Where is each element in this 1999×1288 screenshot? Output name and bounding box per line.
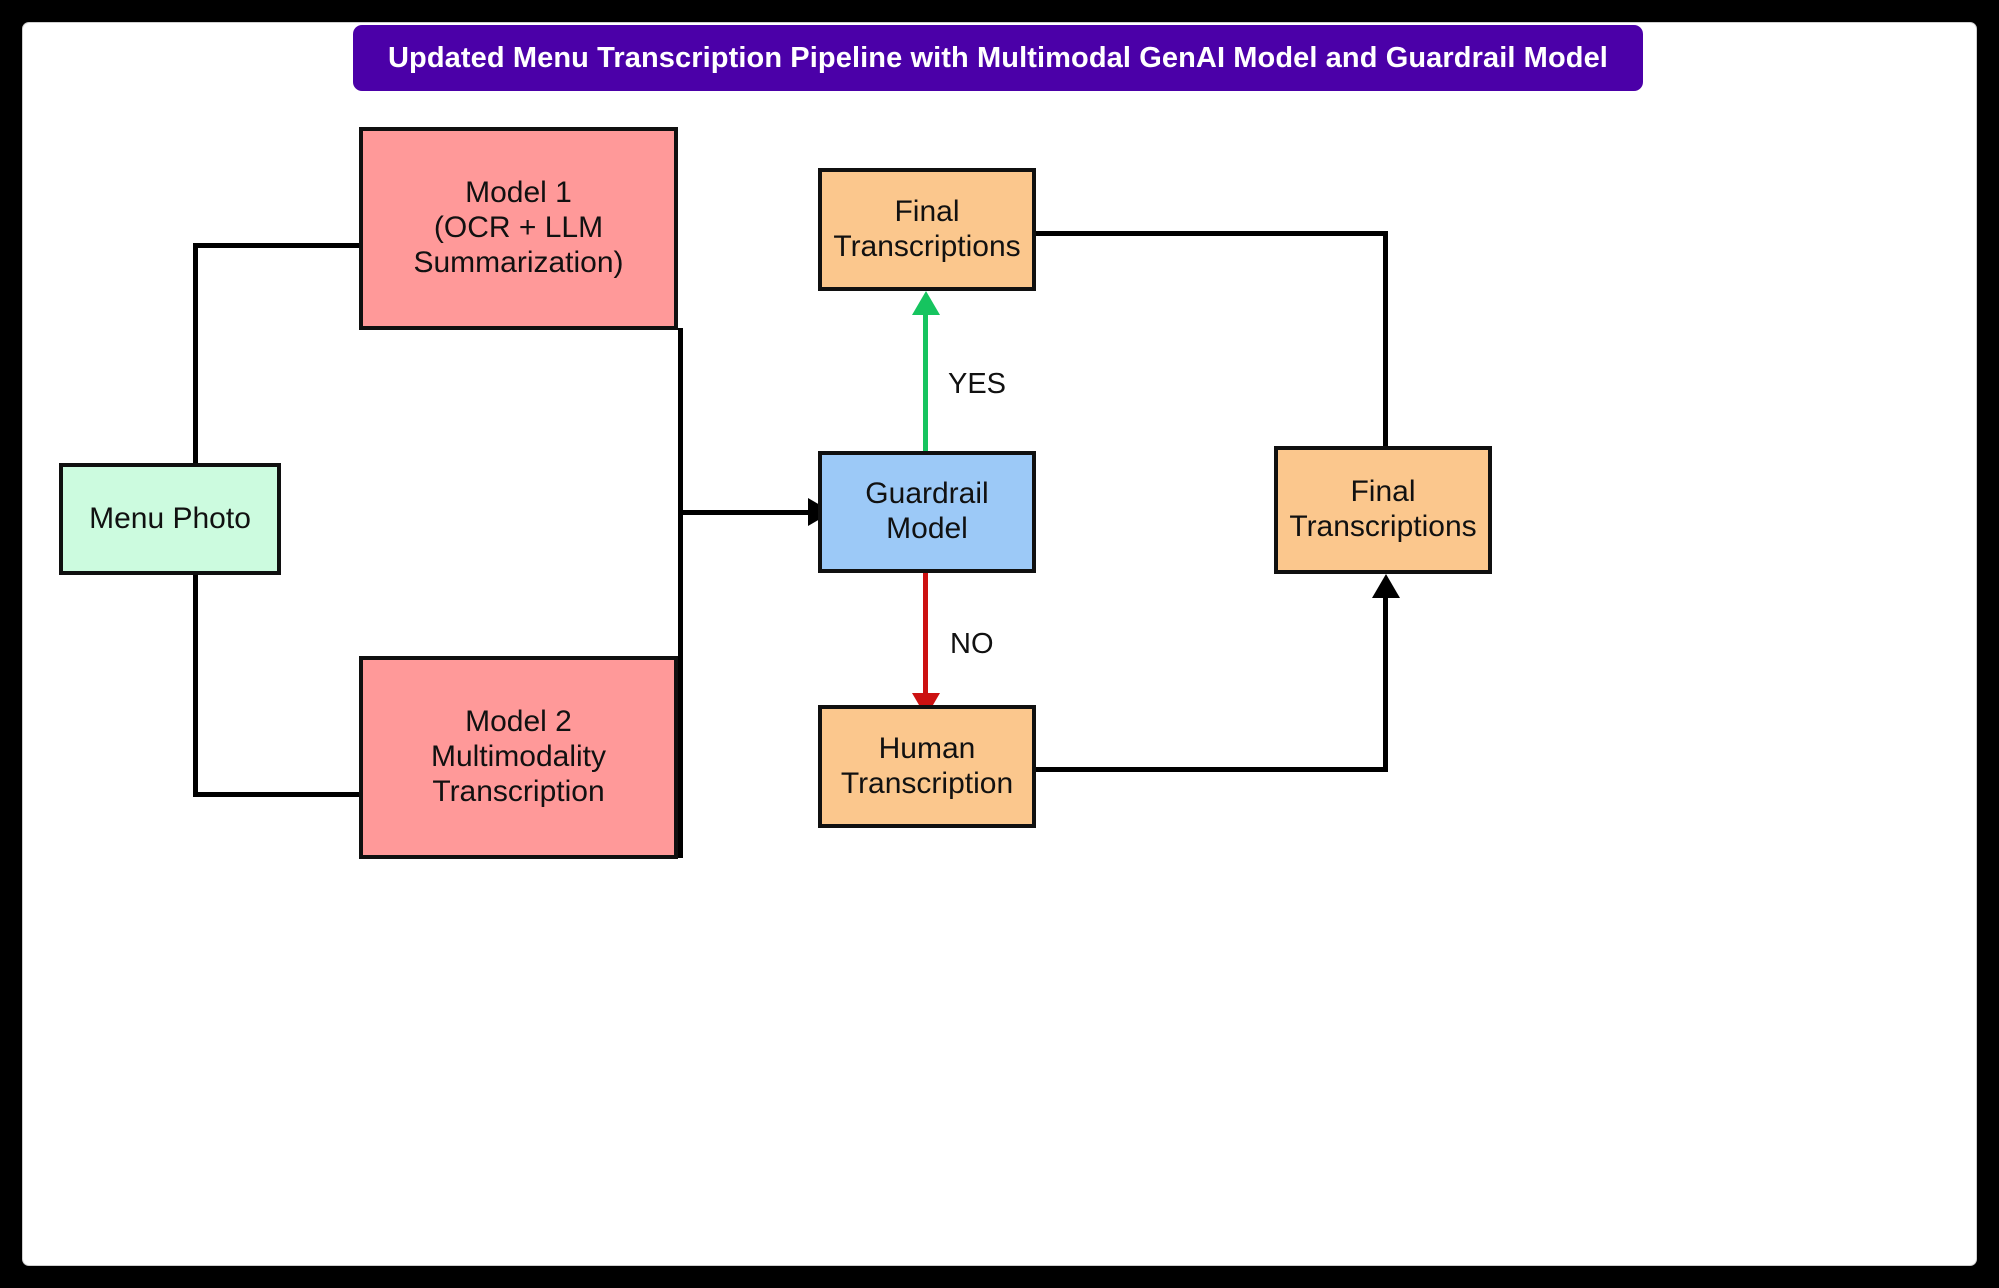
edge-menuphoto-to-model1 (193, 243, 389, 248)
node-guardrail-model-label: Guardrail Model (865, 477, 989, 545)
arrowhead-human-to-finalright (1372, 574, 1400, 598)
diagram-title-banner: Updated Menu Transcription Pipeline with… (353, 25, 1643, 91)
edge-finaltop-to-finalright-v (1383, 231, 1388, 546)
edge-models-trunk (678, 328, 683, 858)
branch-label-yes: YES (948, 368, 1007, 400)
node-model-2-label: Model 2 Multimodality Transcription (430, 705, 607, 808)
node-final-transcriptions-right-label: Final Transcriptions (1289, 475, 1477, 543)
node-model-1-label: Model 1 (OCR + LLM Summarization) (413, 176, 624, 279)
edge-menuphoto-trunk-upper (193, 243, 198, 463)
node-final-transcriptions-top[interactable]: Final Transcriptions (818, 168, 1036, 291)
node-model-2[interactable]: Model 2 Multimodality Transcription (359, 656, 678, 859)
edge-human-to-finalright-v (1383, 596, 1388, 772)
edge-guardrail-yes (923, 313, 928, 451)
branch-label-no: NO (950, 628, 994, 660)
edge-human-to-finalright-h (1036, 767, 1388, 772)
node-menu-photo-label: Menu Photo (89, 501, 251, 535)
edge-menuphoto-trunk-lower (193, 573, 198, 795)
diagram-canvas: Updated Menu Transcription Pipeline with… (22, 22, 1977, 1266)
edge-models-to-guardrail (678, 510, 818, 515)
node-human-transcription[interactable]: Human Transcription (818, 705, 1036, 828)
edge-guardrail-no (923, 572, 928, 697)
node-final-transcriptions-right[interactable]: Final Transcriptions (1274, 446, 1492, 574)
node-human-transcription-label: Human Transcription (840, 731, 1014, 800)
page-title: Updated Menu Transcription Pipeline with… (388, 41, 1608, 74)
node-menu-photo[interactable]: Menu Photo (59, 463, 281, 575)
edge-finaltop-to-finalright-h (1036, 231, 1388, 236)
node-final-transcriptions-top-label: Final Transcriptions (833, 194, 1021, 263)
node-model-1[interactable]: Model 1 (OCR + LLM Summarization) (359, 127, 678, 330)
edge-menuphoto-to-model2 (193, 792, 389, 797)
arrowhead-yes (912, 291, 940, 315)
node-guardrail-model[interactable]: Guardrail Model (818, 451, 1036, 573)
